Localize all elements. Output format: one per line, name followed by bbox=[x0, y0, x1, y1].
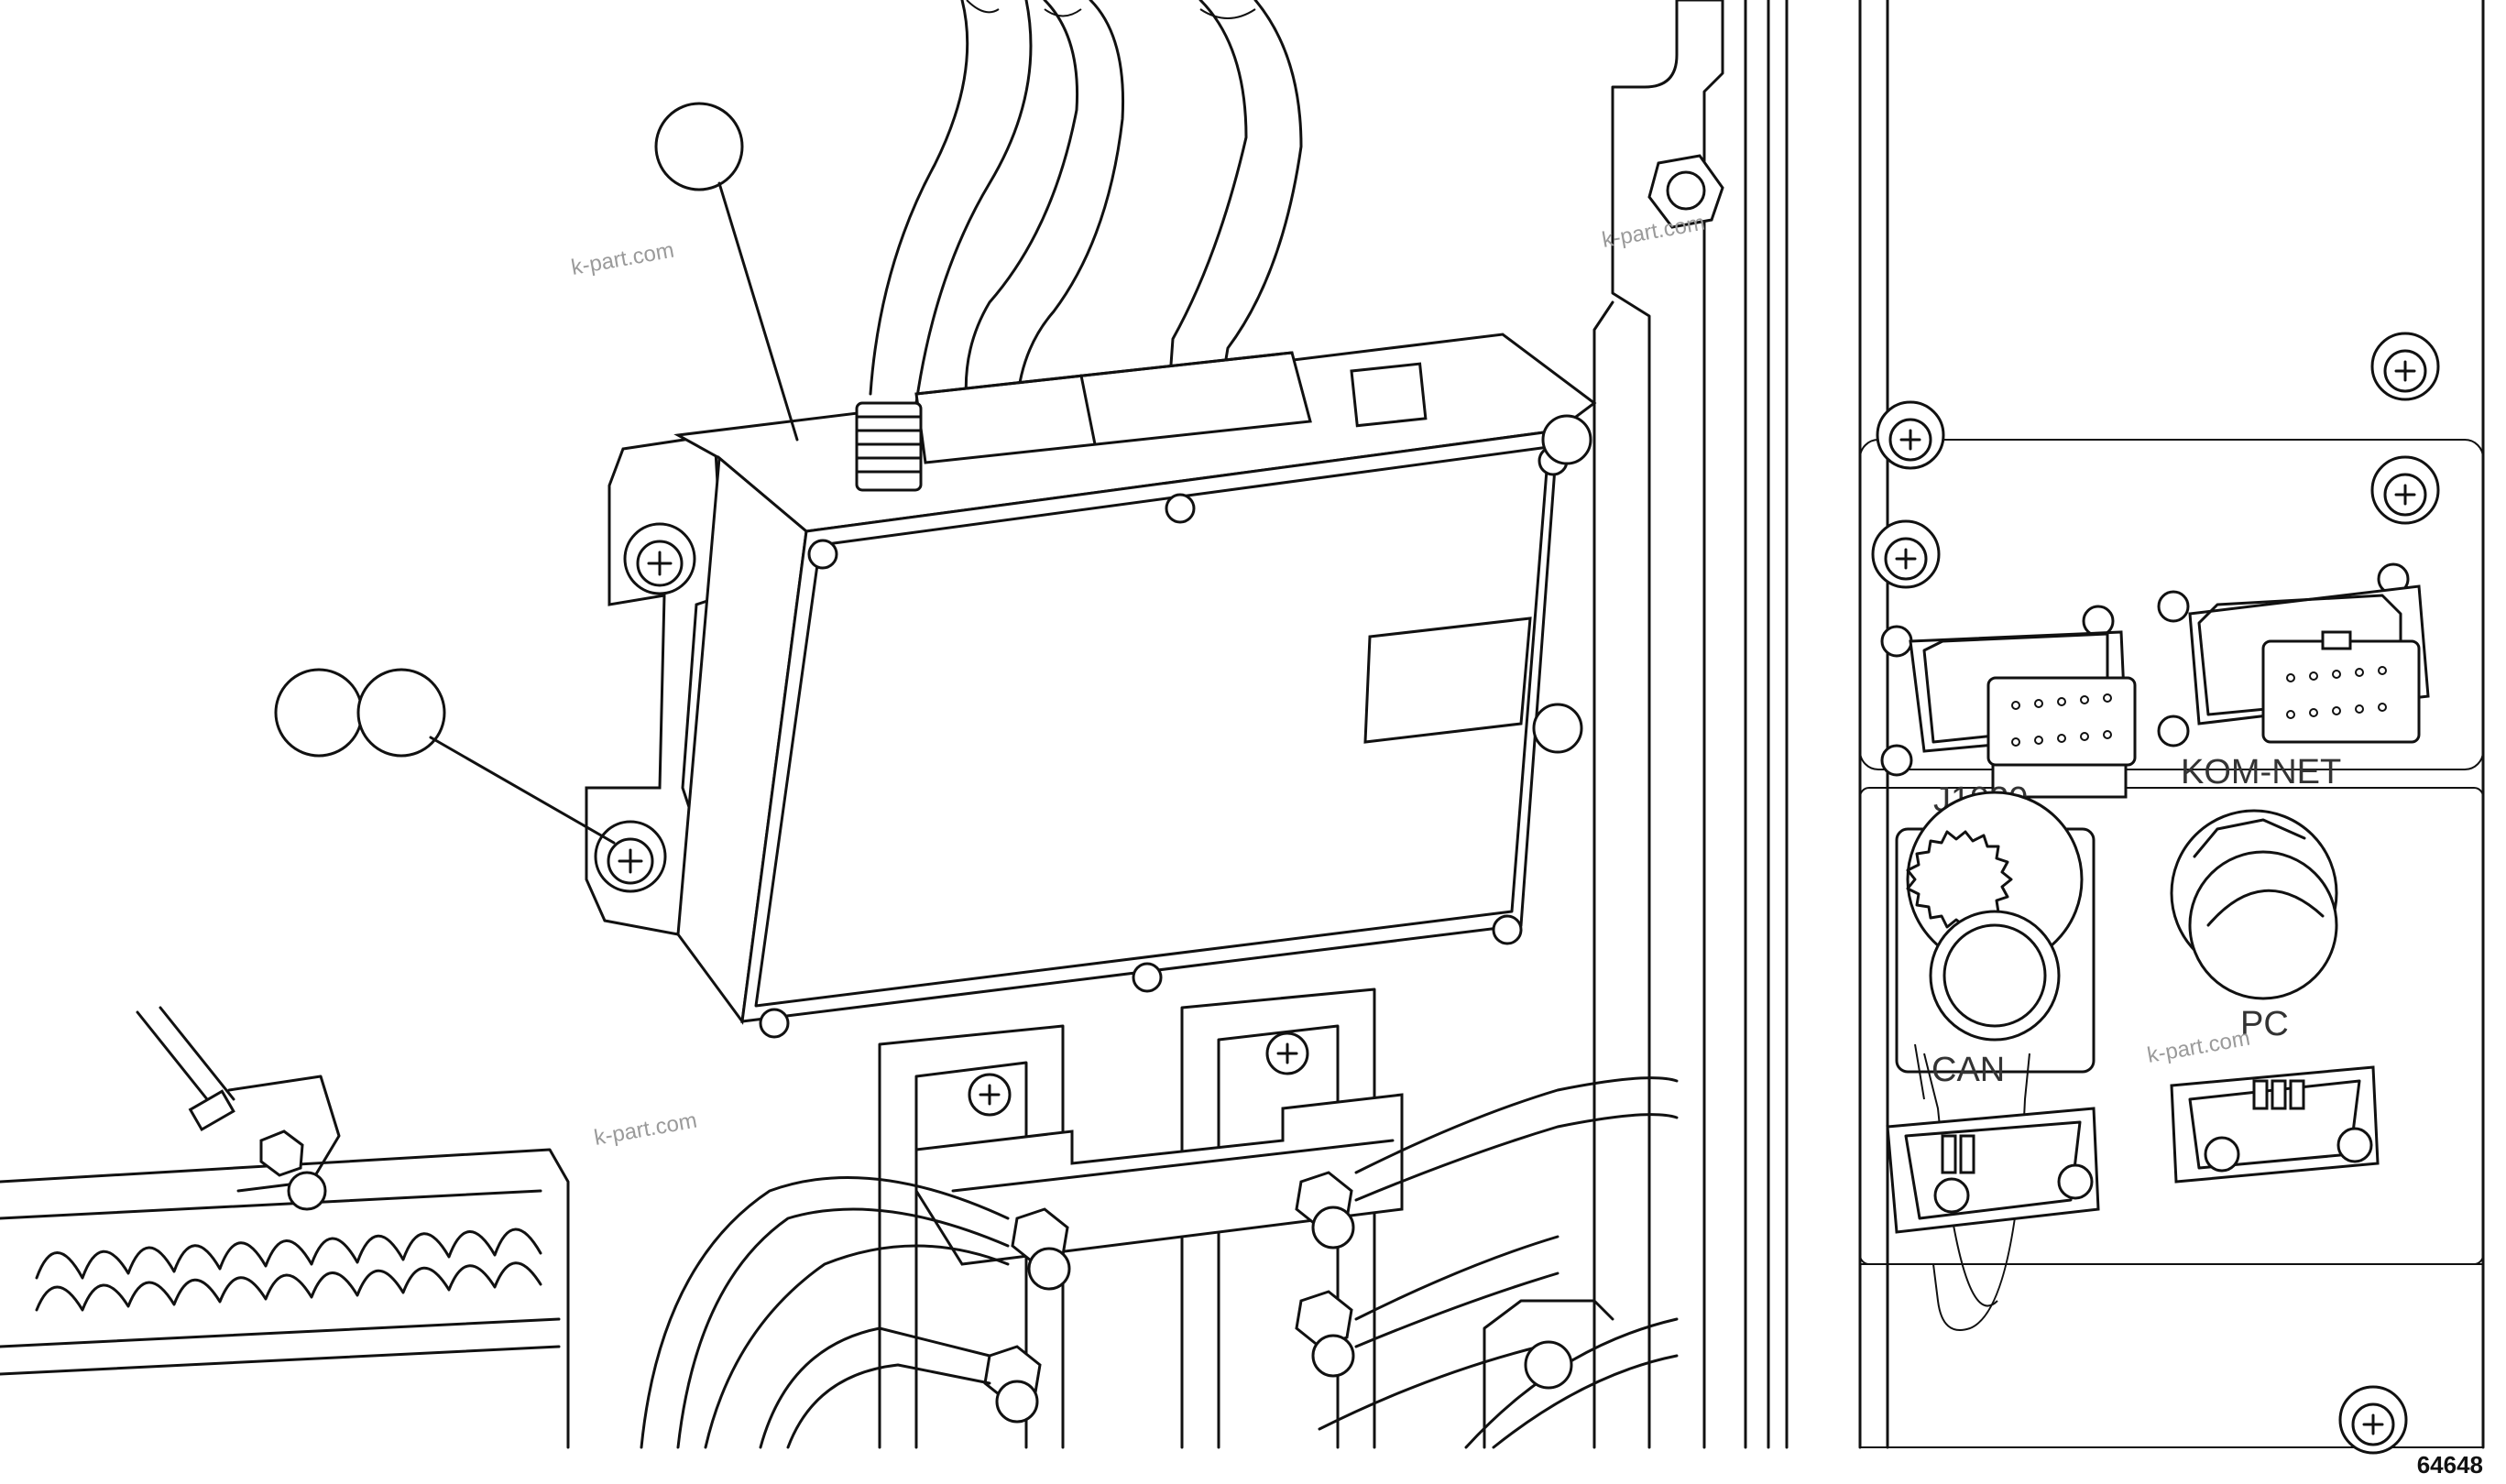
cable-bundle bbox=[869, 0, 1303, 405]
mounting-screw-icon bbox=[1532, 703, 1583, 754]
resistor-coil-assembly bbox=[0, 1006, 570, 1449]
terminal-nut bbox=[1295, 1171, 1355, 1249]
panel-screws bbox=[1871, 332, 2440, 1455]
screw-icon bbox=[1871, 519, 1941, 589]
can-connector: CAN bbox=[1895, 791, 2096, 1331]
contactor-assembly bbox=[640, 988, 1679, 1449]
dsub-connector-left bbox=[1886, 1107, 2100, 1234]
watermark-text: k-part.com bbox=[1600, 211, 1706, 253]
can-label: CAN bbox=[1931, 1051, 2005, 1089]
pc-connector: PC bbox=[2170, 809, 2338, 1043]
screw-icon bbox=[1876, 400, 1945, 470]
watermark-text: k-part.com bbox=[569, 238, 675, 280]
terminal-nut bbox=[1295, 1290, 1355, 1378]
figure-number: 64648 bbox=[2417, 1451, 2483, 1479]
callout-2 bbox=[274, 668, 364, 758]
pc-label: PC bbox=[2240, 1005, 2289, 1043]
callout-1 bbox=[654, 102, 799, 442]
j1939-connector: J1939 bbox=[1880, 605, 2137, 819]
mounting-screw-icon bbox=[623, 522, 696, 595]
controller-module bbox=[585, 333, 1597, 1039]
terminal-nut bbox=[983, 1345, 1042, 1424]
watermark-text: k-part.com bbox=[2145, 1026, 2251, 1068]
watermark-text: k-part.com bbox=[592, 1108, 698, 1151]
mounting-screw-icon bbox=[594, 820, 667, 893]
right-mounting-panel bbox=[1592, 0, 2485, 1449]
screw-icon bbox=[2338, 1385, 2408, 1455]
hex-nut bbox=[1647, 154, 1724, 229]
terminal-nut bbox=[1011, 1207, 1071, 1291]
screw-icon bbox=[968, 1073, 1012, 1117]
komnet-label: KOM-NET bbox=[2181, 753, 2341, 791]
screw-icon bbox=[2370, 455, 2440, 525]
komnet-connector: KOM-NET bbox=[2157, 562, 2430, 791]
screw-icon bbox=[1265, 1031, 1309, 1075]
mounting-screw-icon bbox=[1541, 414, 1592, 465]
screw-icon bbox=[2370, 332, 2440, 401]
dsub-connector-right bbox=[2170, 1065, 2380, 1184]
callout-3 bbox=[356, 668, 616, 845]
